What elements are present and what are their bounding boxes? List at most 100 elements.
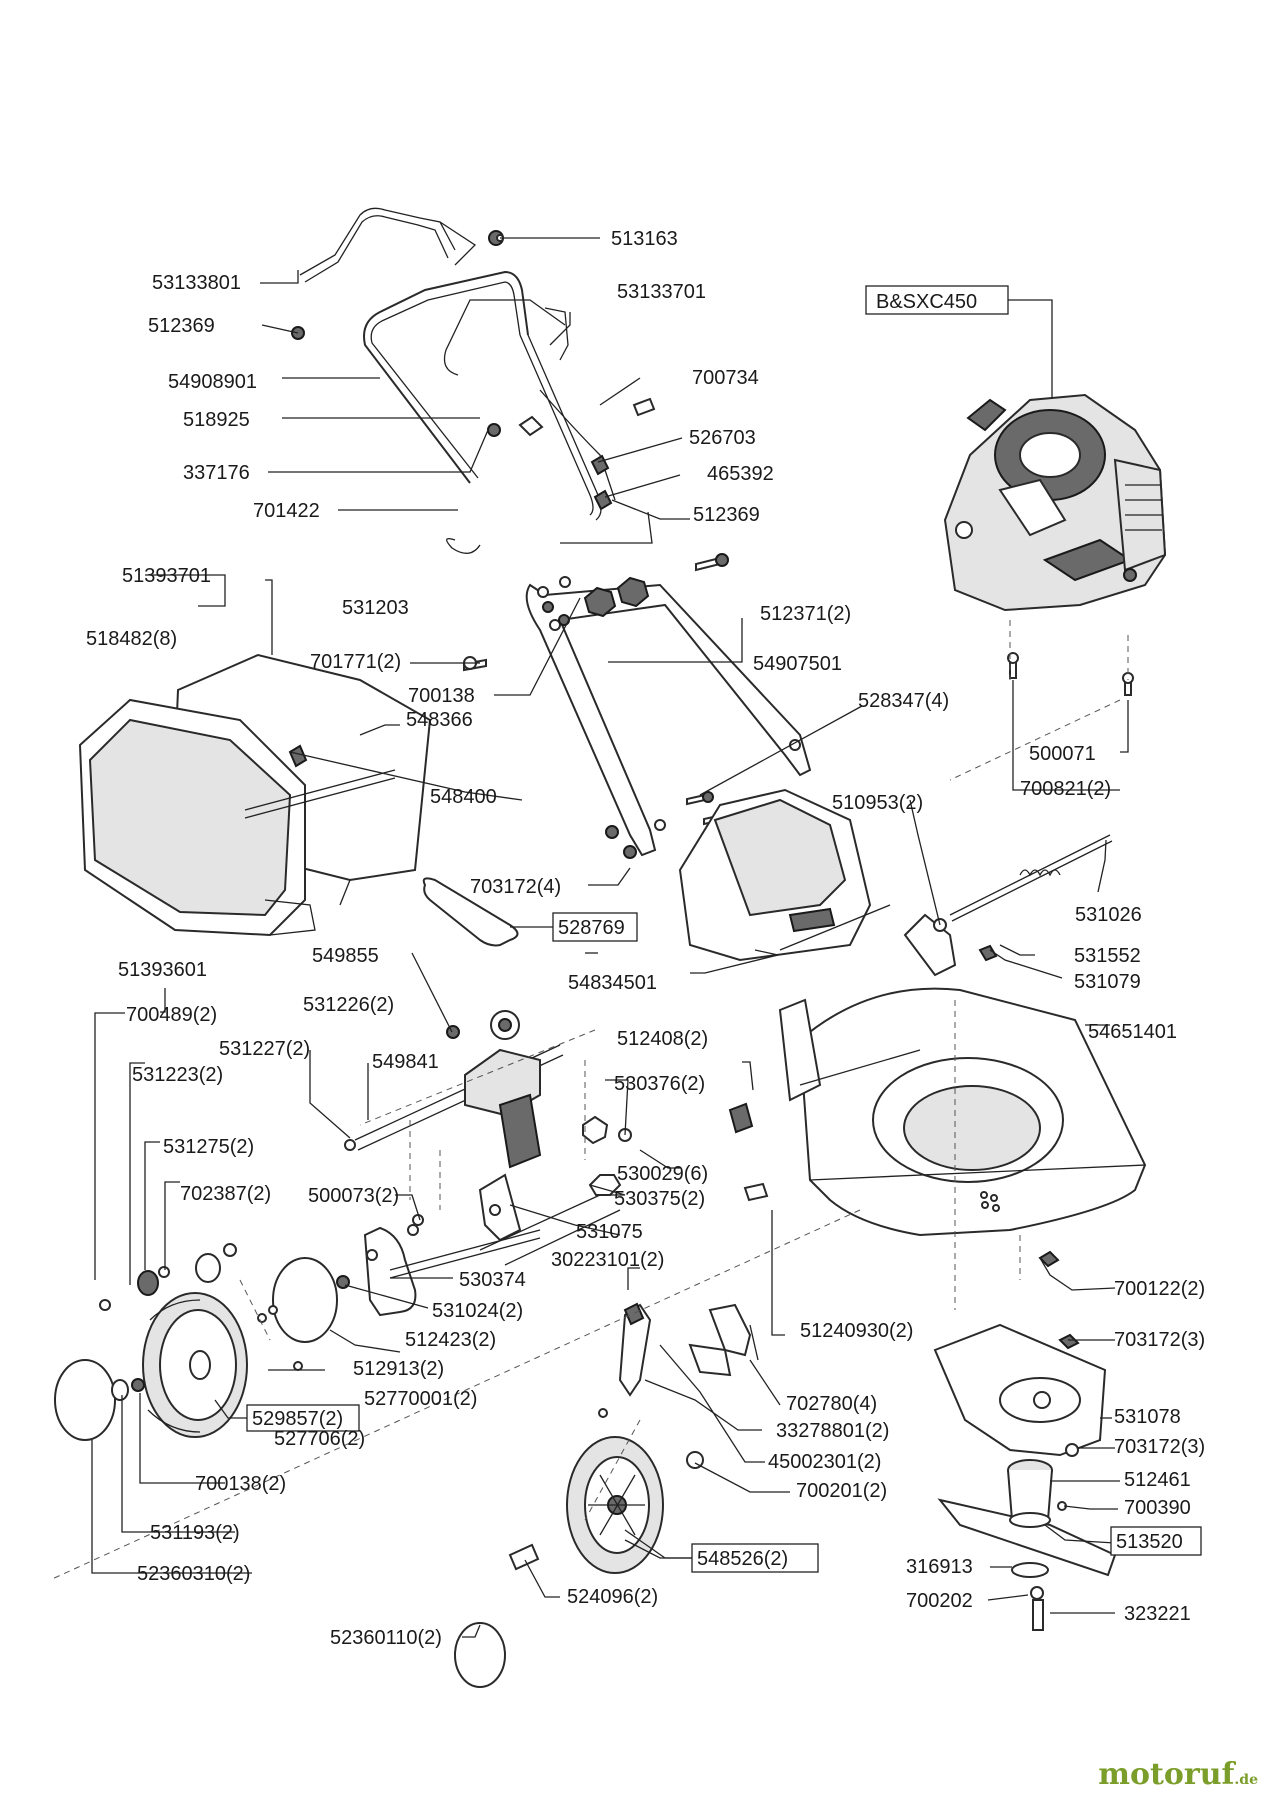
label-53133801: 53133801: [152, 272, 241, 294]
label-51393601: 51393601: [118, 959, 207, 981]
label-512423: 512423(2): [405, 1329, 496, 1351]
label-528769: 528769: [558, 917, 625, 939]
label-700138-a: 700138: [408, 685, 475, 707]
label-700821: 700821(2): [1020, 778, 1111, 800]
label-512461: 512461: [1124, 1469, 1191, 1491]
leader-lines: [91, 237, 1129, 1638]
label-549841: 549841: [372, 1051, 439, 1073]
label-549855: 549855: [312, 945, 379, 967]
label-526703: 526703: [689, 427, 756, 449]
label-528347: 528347(4): [858, 690, 949, 712]
label-531226: 531226(2): [303, 994, 394, 1016]
label-531026: 531026: [1075, 904, 1142, 926]
label-54651401: 54651401: [1088, 1021, 1177, 1043]
label-323221: 323221: [1124, 1603, 1191, 1625]
label-512408: 512408(2): [617, 1028, 708, 1050]
label-51240930: 51240930(2): [800, 1320, 913, 1342]
label-54907501: 54907501: [753, 653, 842, 675]
brand-watermark: motoruf.de: [1098, 1757, 1258, 1792]
label-548366: 548366: [406, 709, 473, 731]
label-513163: 513163: [611, 228, 678, 250]
label-518482: 518482(8): [86, 628, 177, 650]
engine-drawing: [943, 393, 1167, 696]
label-531275: 531275(2): [163, 1136, 254, 1158]
label-513520: 513520: [1116, 1531, 1183, 1553]
label-700201: 700201(2): [796, 1480, 887, 1502]
rear-wheel-drawing: [54, 1243, 350, 1441]
upper-handle-drawing: [291, 207, 656, 554]
gearbox-drawing: [344, 1010, 632, 1266]
label-531203: 531203: [342, 597, 409, 619]
label-702780: 702780(4): [786, 1393, 877, 1415]
label-702387: 702387(2): [180, 1183, 271, 1205]
label-53133701: 53133701: [617, 281, 706, 303]
label-52360110: 52360110(2): [330, 1627, 442, 1649]
label-54908901: 54908901: [168, 371, 257, 393]
label-531223: 531223(2): [132, 1064, 223, 1086]
label-700390: 700390: [1124, 1497, 1191, 1519]
513520-box: [1110, 1526, 1202, 1556]
label-531024: 531024(2): [432, 1300, 523, 1322]
lower-handle-drawing: [463, 553, 812, 859]
label-54834501: 54834501: [568, 972, 657, 994]
label-531227: 531227(2): [219, 1038, 310, 1060]
label-531075: 531075: [576, 1221, 643, 1243]
label-316913: 316913: [906, 1556, 973, 1578]
label-530029: 530029(6): [617, 1163, 708, 1185]
watermark-brand: motoruf: [1098, 1757, 1235, 1792]
label-530375: 530375(2): [614, 1188, 705, 1210]
label-548526: 548526(2): [697, 1548, 788, 1570]
label-518925: 518925: [183, 409, 250, 431]
label-52770001: 52770001(2): [364, 1388, 477, 1410]
548526-box: [691, 1543, 819, 1573]
spring-rod-drawing: [933, 834, 1113, 962]
grass-catcher-drawing: [78, 653, 432, 937]
label-337176: 337176: [183, 462, 250, 484]
label-51393701: 51393701: [122, 565, 211, 587]
label-465392: 465392: [707, 463, 774, 485]
label-529857: 529857(2): [252, 1408, 343, 1430]
watermark-tld: .de: [1234, 1772, 1258, 1788]
label-engine: B&SXC450: [876, 291, 977, 313]
front-bracket-drawing: [598, 1182, 773, 1418]
label-703172-c: 703172(3): [1114, 1436, 1205, 1458]
label-500073: 500073(2): [308, 1185, 399, 1207]
label-531079: 531079: [1074, 971, 1141, 993]
label-512371: 512371(2): [760, 603, 851, 625]
label-500071: 500071: [1029, 743, 1096, 765]
drive-belt-drawing: [422, 877, 519, 947]
label-52360310: 52360310(2): [137, 1563, 250, 1585]
blade-assembly-drawing: [933, 1323, 1117, 1631]
rear-flap-drawing: [678, 788, 957, 977]
part-labels: 513163 53133801 53133701 512369 54908901…: [86, 228, 1205, 1649]
label-512913: 512913(2): [353, 1358, 444, 1380]
label-700122: 700122(2): [1114, 1278, 1205, 1300]
engine-label-box: [865, 285, 1009, 315]
label-530376: 530376(2): [614, 1073, 705, 1095]
label-700489: 700489(2): [126, 1004, 217, 1026]
label-512369-a: 512369: [148, 315, 215, 337]
label-701422: 701422: [253, 500, 320, 522]
illustration: [49, 207, 1167, 1688]
deck-drawing: [728, 987, 1147, 1268]
label-548400: 548400: [430, 786, 497, 808]
528769-box: [552, 912, 638, 942]
label-703172-b: 703172(3): [1114, 1329, 1205, 1351]
label-700138-b: 700138(2): [195, 1473, 286, 1495]
label-531193: 531193(2): [150, 1522, 240, 1544]
label-45002301: 45002301(2): [768, 1451, 881, 1473]
label-510953: 510953(2): [832, 792, 923, 814]
label-531078: 531078: [1114, 1406, 1181, 1428]
label-530374: 530374: [459, 1269, 526, 1291]
height-adjuster-drawing: [363, 1226, 541, 1317]
label-703172-a: 703172(4): [470, 876, 561, 898]
label-512369-b: 512369: [693, 504, 760, 526]
label-33278801: 33278801(2): [776, 1420, 889, 1442]
label-701771: 701771(2): [310, 651, 401, 673]
label-30223101: 30223101(2): [551, 1249, 664, 1271]
label-527706: 527706(2): [274, 1428, 365, 1450]
label-524096: 524096(2): [567, 1586, 658, 1608]
label-531552: 531552: [1074, 945, 1141, 967]
label-700202: 700202: [906, 1590, 973, 1612]
